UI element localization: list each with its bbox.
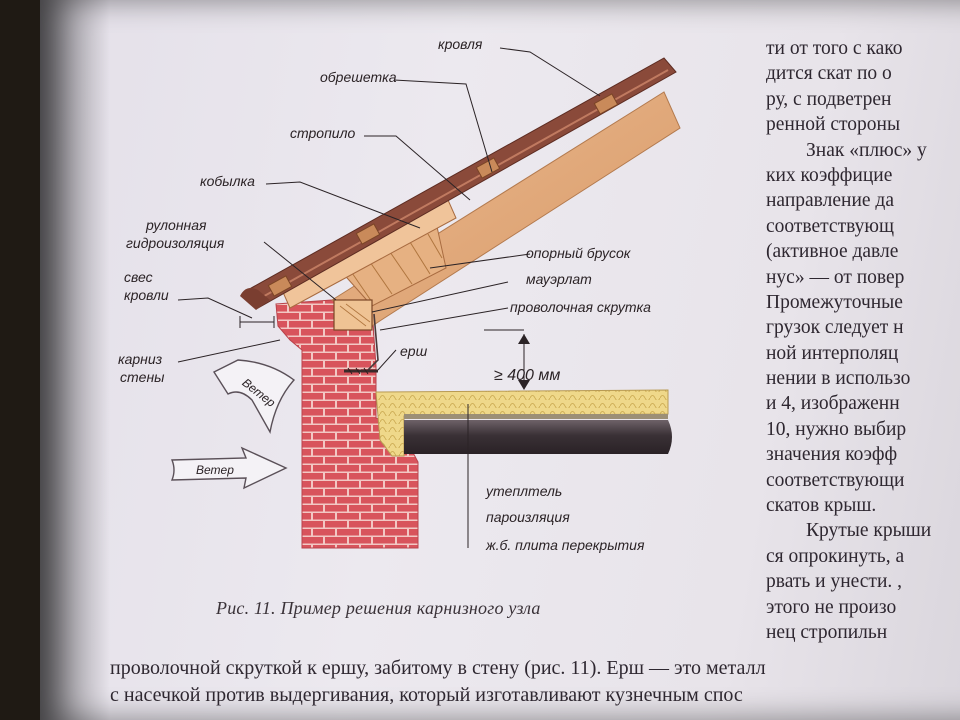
label-slab: ж.б. плита перекрытия bbox=[485, 537, 645, 553]
text-line: рвать и унести. , bbox=[766, 571, 903, 593]
text-line: направление да bbox=[766, 190, 894, 212]
label-support-beam: опорный брусок bbox=[526, 245, 632, 261]
wind-arrow-straight bbox=[170, 446, 288, 490]
right-text-column: ти от того с како дится скат по о ру, с … bbox=[766, 36, 960, 645]
text-line: соответствующи bbox=[766, 469, 905, 491]
text-line: и 4, изображенн bbox=[766, 393, 900, 415]
label-waterproofing-2: гидроизоляция bbox=[126, 235, 225, 251]
label-roof: кровля bbox=[438, 36, 483, 52]
figure-caption: Рис. 11. Пример решения карнизного узла bbox=[216, 598, 541, 618]
bottom-paragraph: проволочной скруткой к ершу, забитому в … bbox=[110, 655, 960, 709]
label-overhang-1: свес bbox=[124, 269, 153, 285]
label-wire-twist: проволочная скрутка bbox=[510, 299, 651, 315]
dimension-arrow bbox=[484, 329, 530, 390]
text-line: проволочной скруткой к ершу, забитому в … bbox=[110, 657, 766, 679]
wire-twist bbox=[367, 313, 379, 371]
label-cornice-1: карниз bbox=[118, 351, 163, 367]
label-wind-straight: Ветер bbox=[196, 463, 234, 477]
label-overhang-2: кровли bbox=[124, 287, 169, 303]
book-page bbox=[40, 0, 960, 720]
leader-lines bbox=[177, 47, 601, 548]
text-line: нении в использо bbox=[766, 368, 911, 390]
wind-arrow-curved bbox=[212, 359, 296, 435]
text-line: Промежуточные bbox=[766, 291, 903, 313]
label-distance: ≥ 400 мм bbox=[494, 367, 560, 384]
text-line: значения коэфф bbox=[766, 444, 898, 466]
mauerlat bbox=[333, 299, 373, 331]
text-line: ких коэффицие bbox=[766, 164, 893, 186]
label-vapor-barrier: пароизляция bbox=[486, 509, 570, 525]
text-line: этого не произо bbox=[766, 596, 897, 618]
battens bbox=[267, 93, 619, 297]
text-line: ру, с подветрен bbox=[766, 88, 892, 110]
text-line: с насечкой против выдергивания, который … bbox=[110, 684, 743, 706]
text-line: 10, нужно выбир bbox=[766, 418, 907, 440]
text-line: нус» — от повер bbox=[766, 266, 905, 288]
text-line: Знак «плюс» у bbox=[806, 139, 927, 161]
text-line: дится скат по о bbox=[766, 63, 892, 85]
text-line: соответствующ bbox=[766, 215, 894, 237]
text-line: скатов крыш. bbox=[766, 495, 877, 517]
text-line: ной интерполяц bbox=[766, 342, 899, 364]
text-line: ренной стороны bbox=[766, 114, 901, 136]
text-line: ся опрокинуть, а bbox=[766, 545, 905, 567]
text-line: Крутые крыши bbox=[806, 520, 932, 542]
label-cornice-2: стены bbox=[120, 369, 165, 385]
label-filly: кобылка bbox=[200, 173, 255, 189]
text-line: нец стропильн bbox=[766, 621, 888, 643]
label-rafter: стропило bbox=[290, 125, 355, 141]
label-insulation: утеплтель bbox=[485, 483, 562, 499]
text-line: ти от того с како bbox=[766, 38, 903, 59]
figure-labels: кровля обрешетка стропило кобылка рулонн… bbox=[118, 36, 651, 553]
ruff-nail bbox=[344, 367, 378, 375]
text-line: (активное давле bbox=[766, 241, 899, 263]
label-ruff: ерш bbox=[400, 343, 428, 359]
label-waterproofing-1: рулонная bbox=[145, 217, 207, 233]
text-line: грузок следует н bbox=[766, 317, 904, 339]
label-battens: обрешетка bbox=[320, 69, 397, 85]
floor-slab bbox=[404, 414, 672, 454]
label-mauerlat: мауэрлат bbox=[526, 271, 592, 287]
